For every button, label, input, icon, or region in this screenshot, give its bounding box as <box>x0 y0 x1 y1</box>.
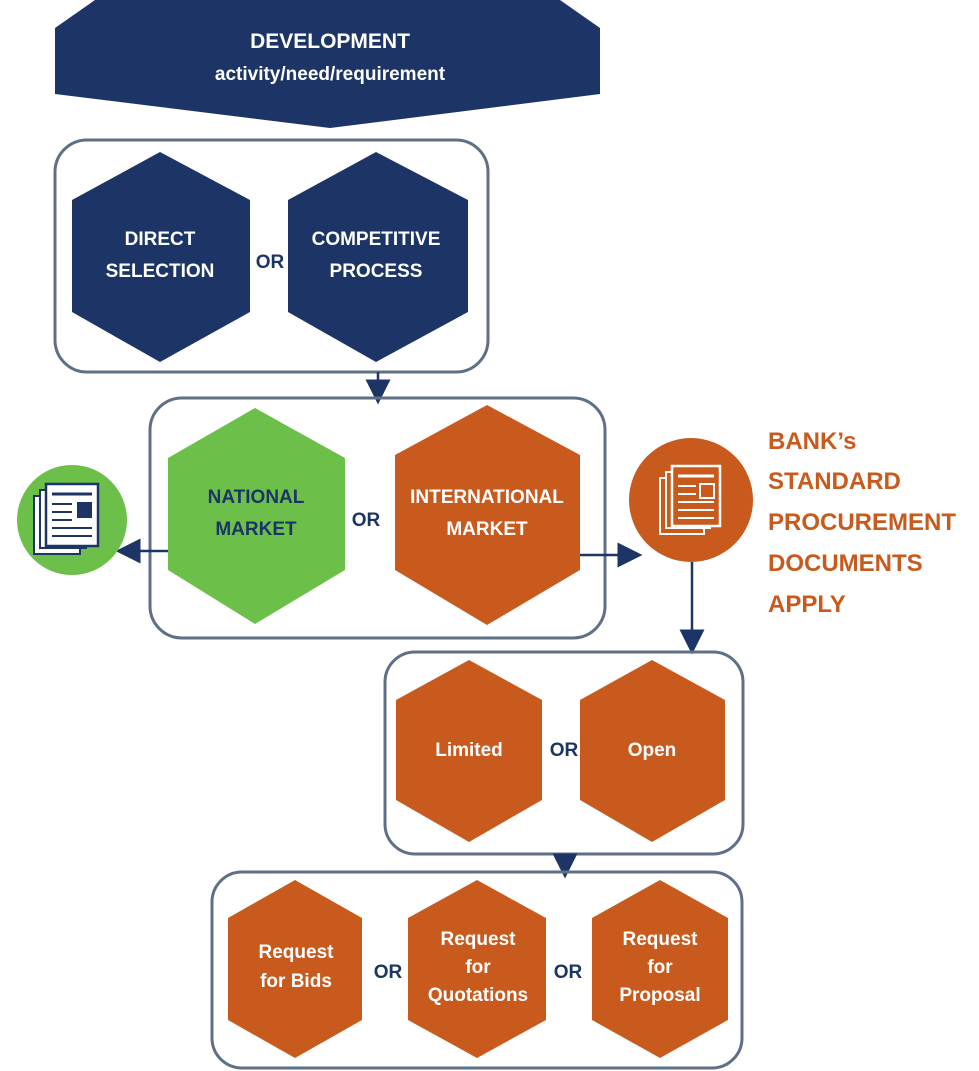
request-bids-line2: for Bids <box>260 971 332 992</box>
national-market-hexagon: NATIONAL MARKET <box>168 408 345 624</box>
national-market-line1: NATIONAL <box>208 487 305 508</box>
bank-line1: BANK’s <box>768 428 856 455</box>
limited-label: Limited <box>435 740 503 761</box>
direct-selection-line2: SELECTION <box>106 261 215 282</box>
request-for-proposal-hexagon: Request for Proposal <box>592 880 728 1058</box>
request-proposal-line2: for <box>647 957 673 978</box>
request-for-quotations-hexagon: Request for Quotations <box>408 880 546 1058</box>
international-documents-icon <box>629 438 753 562</box>
bank-line3: PROCUREMENT <box>768 509 956 536</box>
bank-line4: DOCUMENTS <box>768 550 923 577</box>
access-or-label: OR <box>550 740 579 761</box>
limited-hexagon: Limited <box>396 660 542 842</box>
open-label: Open <box>628 740 677 761</box>
development-title: DEVELOPMENT <box>250 30 410 53</box>
international-market-line1: INTERNATIONAL <box>410 487 564 508</box>
direct-selection-line1: DIRECT <box>125 229 196 250</box>
bank-standard-documents-text: BANK’s STANDARD PROCUREMENT DOCUMENTS AP… <box>768 428 956 618</box>
request-bids-line1: Request <box>259 942 335 963</box>
methods-or-label-1: OR <box>374 962 403 983</box>
national-documents-icon <box>17 465 127 575</box>
request-proposal-line1: Request <box>623 929 699 950</box>
competitive-process-hexagon: COMPETITIVE PROCESS <box>288 152 468 362</box>
national-market-line2: MARKET <box>215 519 297 540</box>
competitive-process-line2: PROCESS <box>330 261 423 282</box>
request-quotations-line3: Quotations <box>428 985 528 1006</box>
request-proposal-line3: Proposal <box>619 985 700 1006</box>
market-or-label: OR <box>352 510 381 531</box>
development-banner: DEVELOPMENT activity/need/requirement <box>55 0 600 128</box>
bank-line5: APPLY <box>768 591 846 618</box>
selection-or-label: OR <box>256 252 285 273</box>
request-quotations-line2: for <box>465 957 491 978</box>
open-hexagon: Open <box>580 660 725 842</box>
methods-frame <box>210 870 744 1070</box>
international-market-line2: MARKET <box>446 519 528 540</box>
competitive-process-line1: COMPETITIVE <box>312 229 441 250</box>
market-frame <box>148 396 607 640</box>
methods-or-label-2: OR <box>554 962 583 983</box>
development-subtitle: activity/need/requirement <box>215 64 446 85</box>
selection-frame <box>53 138 490 374</box>
request-quotations-line1: Request <box>441 929 517 950</box>
request-for-bids-hexagon: Request for Bids <box>228 880 362 1058</box>
direct-selection-hexagon: DIRECT SELECTION <box>72 152 250 362</box>
bank-line2: STANDARD <box>768 468 901 495</box>
international-market-hexagon: INTERNATIONAL MARKET <box>395 405 580 625</box>
